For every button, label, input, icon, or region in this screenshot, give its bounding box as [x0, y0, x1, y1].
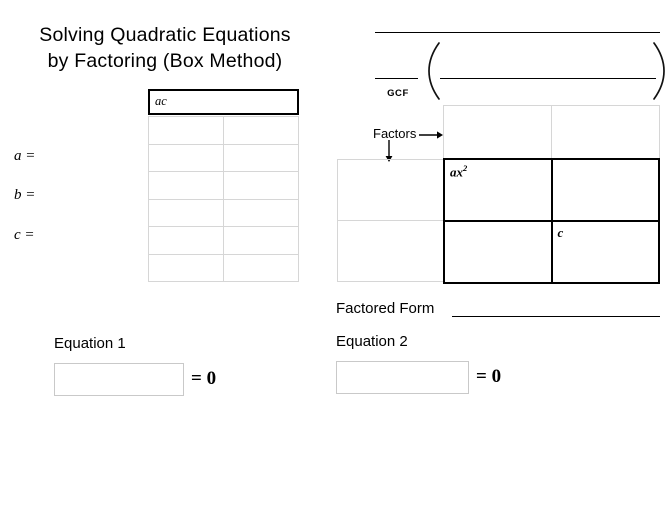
- table-row[interactable]: [148, 226, 299, 255]
- box-method-grid[interactable]: ax2 c: [443, 158, 660, 284]
- factor-cell[interactable]: [223, 198, 299, 227]
- table-row[interactable]: [148, 143, 299, 172]
- table-row[interactable]: [148, 253, 299, 282]
- c-term-label: c: [557, 225, 564, 240]
- table-row[interactable]: [337, 159, 444, 221]
- arrow-right-icon: [419, 128, 443, 140]
- equation-2-input[interactable]: [336, 361, 469, 394]
- ac-product-label: ac: [155, 94, 167, 108]
- factor-cell[interactable]: [148, 143, 224, 172]
- box-grid-header-row[interactable]: [443, 105, 660, 159]
- factor-cell[interactable]: [223, 143, 299, 172]
- table-row[interactable]: ax2: [443, 158, 660, 222]
- ac-product-box[interactable]: ac: [148, 89, 299, 115]
- factored-form-blank-line[interactable]: [452, 316, 660, 317]
- page-title: Solving Quadratic Equations by Factoring…: [0, 22, 330, 74]
- factor-cell[interactable]: [223, 116, 299, 145]
- equation-1-equals-zero: = 0: [191, 368, 217, 389]
- table-row[interactable]: c: [443, 220, 660, 284]
- coefficient-c-label: c =: [14, 227, 35, 243]
- factor-pairs-table[interactable]: [148, 116, 299, 282]
- table-row[interactable]: [148, 171, 299, 200]
- box-cell-top-left[interactable]: ax2: [443, 158, 553, 222]
- factored-form-label: Factored Form: [336, 300, 435, 317]
- ax-squared-base: ax: [450, 164, 463, 180]
- ax-squared-label: ax2: [450, 163, 467, 180]
- close-paren-icon: [651, 42, 667, 100]
- box-cell-top-right[interactable]: [550, 158, 660, 222]
- coefficient-b-label: b =: [14, 187, 36, 203]
- factors-label: Factors: [373, 126, 417, 141]
- top-blank-line[interactable]: [375, 32, 660, 33]
- box-left-cell[interactable]: [337, 159, 444, 221]
- open-paren-icon: [426, 42, 442, 100]
- factor-cell[interactable]: [148, 198, 224, 227]
- gcf-inner-blank-line[interactable]: [440, 78, 656, 79]
- table-row[interactable]: [443, 105, 660, 159]
- page-title-line-1: Solving Quadratic Equations: [39, 24, 291, 46]
- factor-cell[interactable]: [148, 171, 224, 200]
- table-row[interactable]: [148, 116, 299, 145]
- ax-squared-exponent: 2: [463, 163, 468, 173]
- factor-cell[interactable]: [223, 253, 299, 282]
- table-row[interactable]: [148, 198, 299, 227]
- page-title-line-2: by Factoring (Box Method): [47, 50, 283, 72]
- table-row[interactable]: [337, 220, 444, 282]
- equation-2-equals-zero: = 0: [476, 366, 502, 387]
- equation-2-label: Equation 2: [336, 333, 408, 350]
- box-header-cell[interactable]: [551, 105, 660, 159]
- factor-cell[interactable]: [223, 226, 299, 255]
- gcf-blank-line[interactable]: [375, 78, 418, 79]
- factor-cell[interactable]: [223, 171, 299, 200]
- gcf-label: GCF: [387, 88, 409, 99]
- box-grid-left-column[interactable]: [337, 159, 444, 282]
- box-header-cell[interactable]: [443, 105, 552, 159]
- factor-cell[interactable]: [148, 116, 224, 145]
- box-cell-bottom-left[interactable]: [443, 220, 553, 284]
- box-cell-bottom-right[interactable]: c: [550, 220, 660, 284]
- equation-1-input[interactable]: [54, 363, 184, 396]
- factor-cell[interactable]: [148, 226, 224, 255]
- equation-1-label: Equation 1: [54, 335, 126, 352]
- coefficient-a-label: a =: [14, 148, 36, 164]
- box-left-cell[interactable]: [337, 220, 444, 282]
- factor-cell[interactable]: [148, 253, 224, 282]
